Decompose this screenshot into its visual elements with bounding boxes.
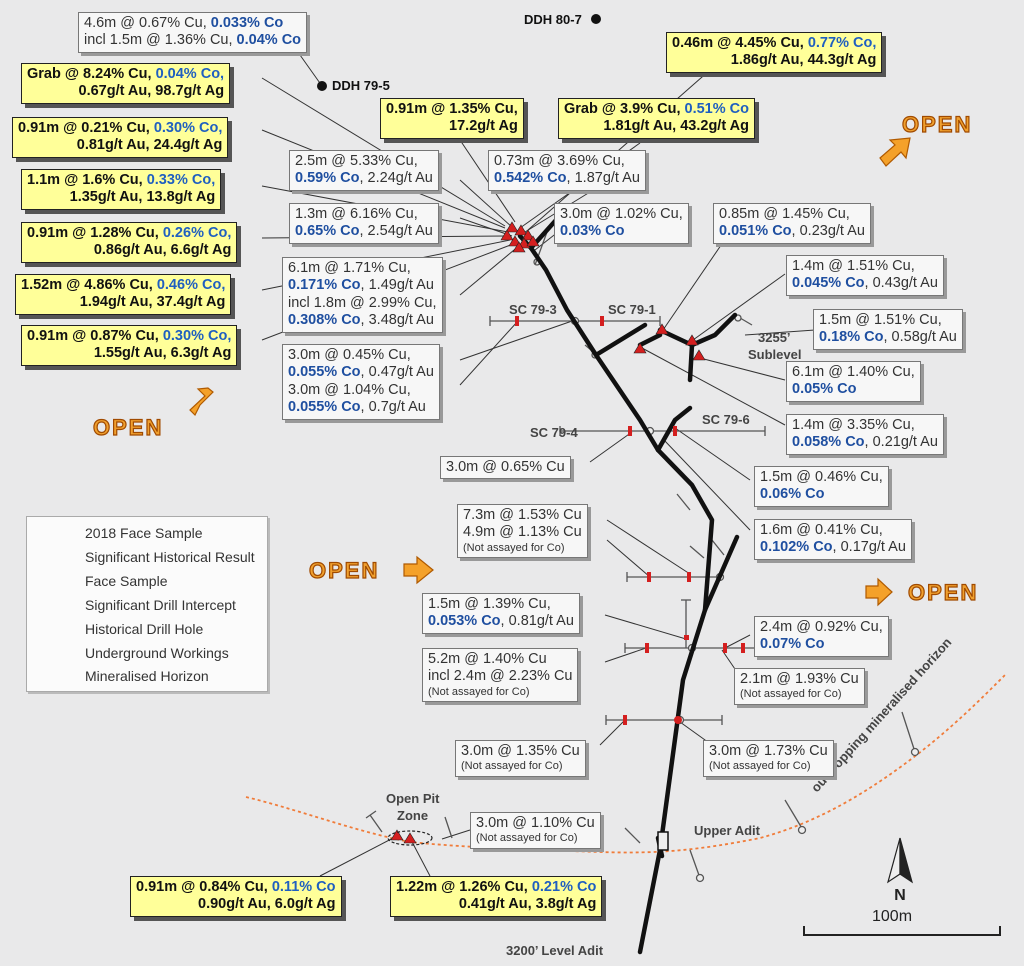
- legend-horizon: Mineralised Horizon: [85, 668, 209, 684]
- hist-result-3-0m-c: 3.0m @ 1.35% Cu (Not assayed for Co): [455, 740, 586, 777]
- face-sample-1-52m: 1.52m @ 4.86% Cu, 0.46% Co, 1.94g/t Au, …: [15, 274, 232, 315]
- hist-result-3-0m-a: 3.0m @ 1.02% Cu, 0.03% Co: [554, 203, 689, 244]
- face-sample-0-91m-c: 0.91m @ 0.87% Cu, 0.30% Co, 1.55g/t Au, …: [21, 325, 238, 366]
- drill-intercepts: [515, 316, 745, 725]
- face-sample-1-22m-pit: 1.22m @ 1.26% Cu, 0.21% Co 0.41g/t Au, 3…: [390, 876, 603, 917]
- legend-drill-intercept: Significant Drill Intercept: [85, 597, 236, 613]
- open-label-mid: OPEN: [308, 557, 380, 583]
- upper-adit-portal: [657, 831, 669, 851]
- hist-result-3-0m-d: 3.0m @ 1.73% Cu (Not assayed for Co): [703, 740, 834, 777]
- upper-adit-label: Upper Adit: [694, 823, 760, 838]
- face-sample-1-1m: 1.1m @ 1.6% Cu, 0.33% Co, 1.35g/t Au, 13…: [21, 169, 222, 210]
- face-sample-0-46m: 0.46m @ 4.45% Cu, 0.77% Co, 1.86g/t Au, …: [666, 32, 883, 73]
- hist-result-1-3m: 1.3m @ 6.16% Cu, 0.65% Co, 2.54g/t Au: [289, 203, 439, 244]
- hist-result-3-0m-b: 3.0m @ 0.65% Cu: [440, 456, 571, 480]
- hist-result-1-4m-b: 1.4m @ 3.35% Cu, 0.058% Co, 0.21g/t Au: [786, 414, 944, 455]
- sc79-4-label: SC 79-4: [530, 425, 578, 440]
- sc79-1-label: SC 79-1: [608, 302, 656, 317]
- hist-result-1-4m-a: 1.4m @ 1.51% Cu, 0.045% Co, 0.43g/t Au: [786, 255, 944, 296]
- hist-result-0-85m: 0.85m @ 1.45% Cu, 0.051% Co, 0.23g/t Au: [713, 203, 871, 244]
- legend-face-sample: Face Sample: [85, 573, 168, 589]
- ddh-79-5-label: DDH 79-5: [332, 78, 390, 93]
- legend-hist-box: Significant Historical Result: [85, 549, 255, 565]
- hist-result-1-5m-c: 1.5m @ 1.39% Cu, 0.053% Co, 0.81g/t Au: [422, 593, 580, 634]
- hist-result-6-1m-b: 6.1m @ 1.40% Cu, 0.05% Co: [786, 361, 921, 402]
- face-samples: [390, 221, 706, 844]
- open-label-ne: OPEN: [901, 111, 973, 137]
- hist-result-1-6m: 1.6m @ 0.41% Cu, 0.102% Co, 0.17g/t Au: [754, 519, 912, 560]
- face-sample-0-91m-pit: 0.91m @ 0.84% Cu, 0.11% Co 0.90g/t Au, 6…: [130, 876, 342, 917]
- hist-result-ddh79-5: 4.6m @ 0.67% Cu, 0.033% Co incl 1.5m @ 1…: [78, 12, 308, 53]
- open-label-w: OPEN: [92, 414, 164, 440]
- face-sample-0-91m-a: 0.91m @ 0.21% Cu, 0.30% Co, 0.81g/t Au, …: [12, 117, 229, 158]
- legend-hist-drill: Historical Drill Hole: [85, 621, 204, 637]
- hist-result-2-4m: 2.4m @ 0.92% Cu, 0.07% Co: [754, 616, 889, 657]
- face-sample-0-91m-b: 0.91m @ 1.28% Cu, 0.26% Co, 0.86g/t Au, …: [21, 222, 238, 263]
- sc79-3-label: SC 79-3: [509, 302, 557, 317]
- open-pit-outline: [387, 830, 433, 846]
- hist-result-2-5m: 2.5m @ 5.33% Cu, 0.59% Co, 2.24g/t Au: [289, 150, 439, 191]
- level-adit-label: 3200’ Level Adit: [506, 943, 604, 958]
- legend-workings: Underground Workings: [85, 645, 229, 661]
- scale-bar: [803, 926, 1001, 936]
- open-arrows: [189, 137, 911, 607]
- north-arrow: N: [886, 837, 914, 902]
- hist-result-1-5m-a: 1.5m @ 1.51% Cu, 0.18% Co, 0.58g/t Au: [813, 309, 963, 350]
- face-sample-grab-8-24: Grab @ 8.24% Cu, 0.04% Co, 0.67g/t Au, 9…: [21, 63, 231, 104]
- map-legend: 2018 Face Sample Significant Historical …: [26, 516, 268, 692]
- ddh-80-7-marker: [591, 14, 601, 24]
- sublevel-label-bottom: Sublevel: [748, 347, 802, 362]
- face-sample-grab-3-9: Grab @ 3.9% Cu, 0.51% Co 1.81g/t Au, 43.…: [558, 98, 755, 139]
- hist-result-7-3m: 7.3m @ 1.53% Cu 4.9m @ 1.13% Cu (Not ass…: [457, 504, 588, 558]
- mineralised-horizon-line: [245, 674, 1006, 854]
- ddh-80-7-label: DDH 80-7: [524, 12, 582, 27]
- hist-result-1-5m-b: 1.5m @ 0.46% Cu, 0.06% Co: [754, 466, 889, 507]
- open-pit-label-bottom: Zone: [397, 808, 429, 823]
- ddh-79-5-marker: [317, 81, 327, 91]
- scale-label: 100m: [872, 908, 913, 925]
- open-pit-label-top: Open Pit: [386, 791, 440, 806]
- face-sample-0-91m-d: 0.91m @ 1.35% Cu, 17.2g/t Ag: [380, 98, 524, 139]
- hist-result-3-0m-pair: 3.0m @ 0.45% Cu, 0.055% Co, 0.47g/t Au 3…: [282, 344, 440, 420]
- legend-face-box: 2018 Face Sample: [85, 525, 203, 541]
- hist-result-3-0m-e: 3.0m @ 1.10% Cu (Not assayed for Co): [470, 812, 601, 849]
- hist-result-2-1m: 2.1m @ 1.93% Cu (Not assayed for Co): [734, 668, 865, 705]
- sublevel-label-top: 3255’: [758, 330, 791, 345]
- open-label-e: OPEN: [907, 579, 979, 605]
- hist-result-5-2m: 5.2m @ 1.40% Cu incl 2.4m @ 2.23% Cu (No…: [422, 648, 579, 702]
- svg-text:N: N: [894, 885, 906, 902]
- hist-result-6-1m: 6.1m @ 1.71% Cu, 0.171% Co, 1.49g/t Au i…: [282, 257, 443, 333]
- sc79-6-label: SC 79-6: [702, 412, 750, 427]
- hist-result-0-73m: 0.73m @ 3.69% Cu, 0.542% Co, 1.87g/t Au: [488, 150, 646, 191]
